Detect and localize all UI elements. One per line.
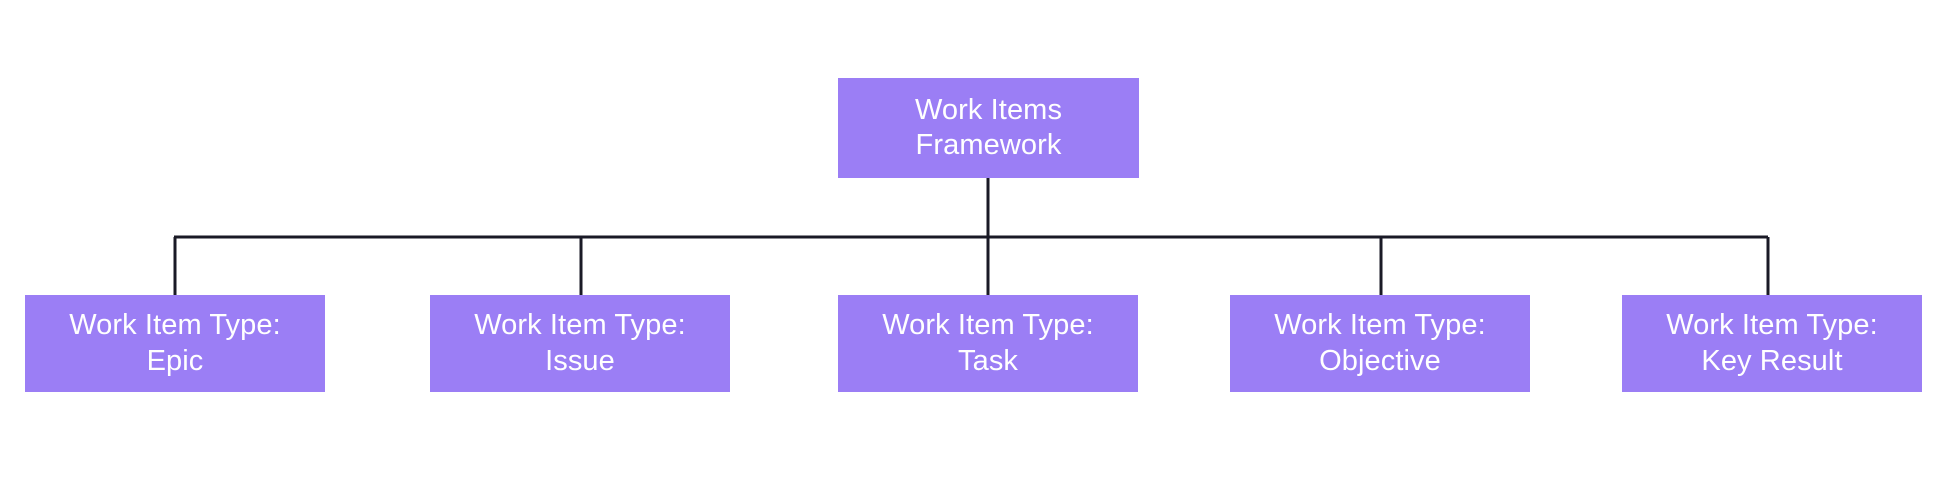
- node-label: Work Item Type: Objective: [1274, 309, 1486, 377]
- node-label: Work Item Type: Issue: [474, 309, 686, 377]
- node-label: Work Item Type: Task: [882, 309, 1094, 377]
- node-work-item-type-key-result[interactable]: Work Item Type: Key Result: [1622, 295, 1922, 392]
- node-label: Work Items Framework: [914, 93, 1063, 161]
- node-label: Work Item Type: Key Result: [1666, 309, 1878, 377]
- node-work-item-type-epic[interactable]: Work Item Type: Epic: [25, 295, 325, 392]
- node-work-item-type-issue[interactable]: Work Item Type: Issue: [430, 295, 730, 392]
- node-work-items-framework[interactable]: Work Items Framework: [838, 78, 1139, 178]
- node-work-item-type-objective[interactable]: Work Item Type: Objective: [1230, 295, 1530, 392]
- node-label: Work Item Type: Epic: [69, 309, 281, 377]
- node-work-item-type-task[interactable]: Work Item Type: Task: [838, 295, 1138, 392]
- connector-edges: [173, 178, 1770, 295]
